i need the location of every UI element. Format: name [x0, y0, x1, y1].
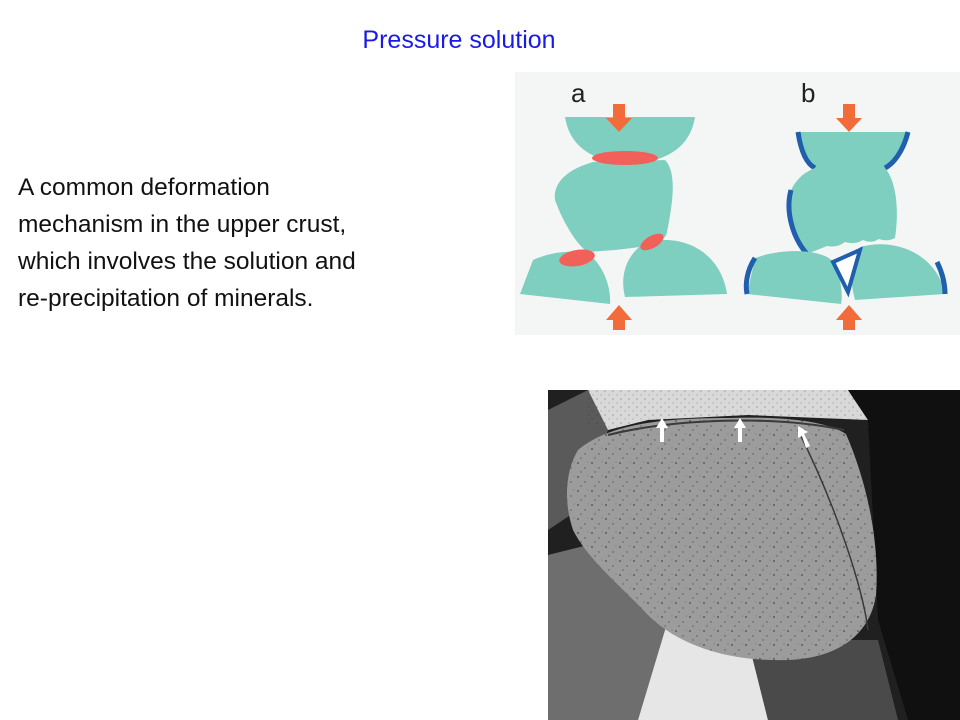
arrow-up-icon [606, 305, 632, 330]
body-line: which involves the solution and [18, 248, 356, 275]
panel-a [520, 104, 727, 330]
panel-a-label: a [571, 78, 586, 108]
white-arrow-icon [656, 418, 810, 448]
arrow-up-icon [836, 305, 862, 330]
body-line: re-precipitation of minerals. [18, 285, 314, 312]
slide-title: Pressure solution [362, 26, 556, 54]
panel-b-label: b [801, 78, 815, 108]
arrow-down-icon [606, 104, 632, 132]
body-text: A common deformation mechanism in the up… [18, 169, 478, 317]
body-line: A common deformation [18, 174, 270, 201]
panel-b [743, 104, 948, 330]
arrow-down-icon [836, 104, 862, 132]
body-line: mechanism in the upper crust, [18, 211, 347, 238]
micrograph-image [548, 390, 960, 720]
pressure-solution-diagram: a b [515, 72, 960, 335]
